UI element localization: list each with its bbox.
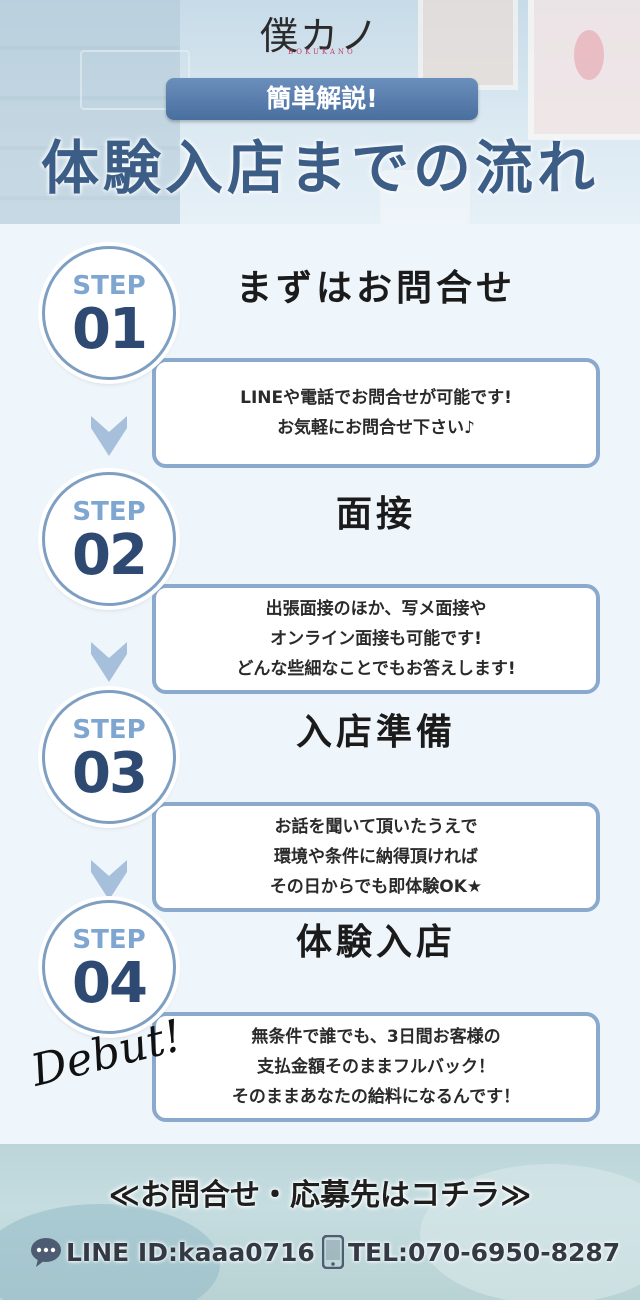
background-botanical-sign (380, 170, 470, 224)
step-description-line: LINEや電話でお問合せが可能です! (240, 388, 512, 408)
step-description-line: どんな些細なことでもお答えします! (236, 659, 516, 679)
step-title: 体験入店 (295, 922, 456, 963)
step-item-03: STEP 03 入店準備 お話を聞いて頂いたうえで 環境や条件に納得頂ければ そ… (0, 690, 640, 912)
chevron-down-icon (91, 642, 127, 682)
chat-bubble-icon (31, 1238, 61, 1267)
step-description-line: お気軽にお問合せ下さい♪ (277, 418, 475, 438)
tel-link[interactable]: TEL:070-6950-8287 (322, 1230, 620, 1274)
tel-text: TEL:070-6950-8287 (348, 1237, 621, 1267)
step-title: 面接 (335, 494, 416, 535)
step-number: 01 (72, 297, 148, 362)
step-description-box: LINEや電話でお問合せが可能です! お気軽にお問合せ下さい♪ (152, 358, 600, 468)
contact-footer: ≪お問合せ・応募先はコチラ≫ LINE ID:kaaa0716 TEL:070-… (0, 1144, 640, 1300)
step-number: 03 (72, 741, 148, 806)
logo: 僕カノ BOKUKANO (248, 14, 392, 70)
step-item-02: STEP 02 面接 出張面接のほか、写メ面接や オンライン面接も可能です! ど… (0, 472, 640, 694)
intro-badge: 簡単解説! (166, 78, 478, 120)
header-banner: 僕カノ BOKUKANO 簡単解説! 体験入店までの流れ (0, 0, 640, 224)
page-title: 体験入店までの流れ (40, 134, 599, 202)
step-description-line: 出張面接のほか、写メ面接や (265, 599, 487, 619)
step-item-01: STEP 01 まずはお問合せ LINEや電話でお問合せが可能です! お気軽にお… (0, 246, 640, 468)
step-title: 入店準備 (295, 712, 456, 753)
chevron-down-icon (91, 860, 127, 900)
step-label: STEP (72, 497, 146, 527)
steps-section: STEP 01 まずはお問合せ LINEや電話でお問合せが可能です! お気軽にお… (0, 224, 640, 1144)
step-item-04: STEP 04 体験入店 無条件で誰でも、3日間お客様の 支払金額そのままフルバ… (0, 900, 640, 1122)
contact-row: LINE ID:kaaa0716 TEL:070-6950-8287 (0, 1230, 640, 1274)
line-id-link[interactable]: LINE ID:kaaa0716 (30, 1230, 315, 1274)
line-id-text: LINE ID:kaaa0716 (66, 1237, 315, 1267)
step-label: STEP (72, 715, 146, 745)
smartphone-icon (322, 1235, 344, 1269)
step-label: STEP (72, 271, 146, 301)
contact-heading: ≪お問合せ・応募先はコチラ≫ (108, 1178, 532, 1213)
logo-text: 僕カノ (259, 14, 380, 58)
step-number: 02 (72, 523, 148, 588)
step-description-box: お話を聞いて頂いたうえで 環境や条件に納得頂ければ その日からでも即体験OK★ (152, 802, 600, 912)
step-description-line: オンライン面接も可能です! (270, 629, 482, 649)
step-description-line: その日からでも即体験OK★ (269, 877, 483, 897)
step-description-line: 無条件で誰でも、3日間お客様の (251, 1027, 501, 1047)
step-description-line: 環境や条件に納得頂ければ (274, 847, 478, 867)
background-wall-decoration (0, 0, 190, 224)
step-description-line: 支払金額そのままフルバック！ (257, 1057, 495, 1077)
step-number: 04 (72, 951, 148, 1016)
step-description-line: お話を聞いて頂いたうえで (274, 817, 478, 837)
step-circle: STEP 01 (42, 246, 176, 380)
background-picture-frame (418, 0, 518, 90)
logo-subtext: BOKUKANO (288, 48, 356, 56)
flamingo-decoration (574, 30, 604, 80)
step-title: まずはお問合せ (235, 268, 516, 309)
step-label: STEP (72, 925, 146, 955)
step-circle: STEP 03 (42, 690, 176, 824)
step-description-line: そのままあなたの給料になるんです！ (231, 1087, 521, 1107)
step-description-box: 無条件で誰でも、3日間お客様の 支払金額そのままフルバック！ そのままあなたの給… (152, 1012, 600, 1122)
step-circle: STEP 02 (42, 472, 176, 606)
chevron-down-icon (91, 416, 127, 456)
step-circle: STEP 04 (42, 900, 176, 1034)
step-description-box: 出張面接のほか、写メ面接や オンライン面接も可能です! どんな些細なことでもお答… (152, 584, 600, 694)
background-flamingo-frame (528, 0, 640, 140)
background-blur-decoration (420, 1164, 640, 1300)
